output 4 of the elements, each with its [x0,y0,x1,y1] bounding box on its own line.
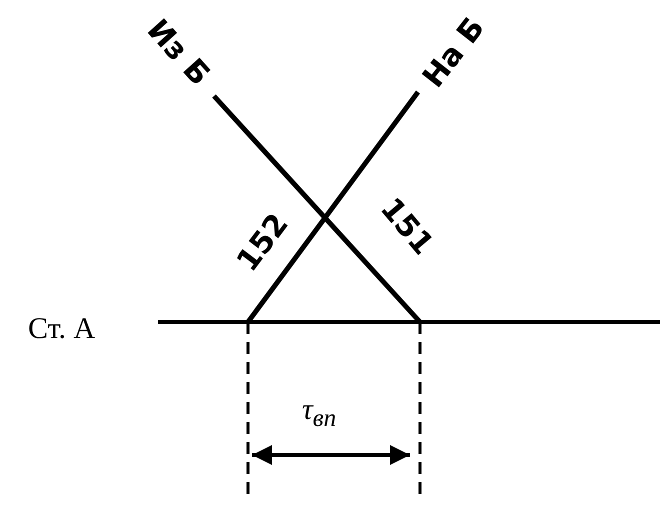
direction-label: На Б [418,12,490,94]
station-label: Ст. А [28,314,96,344]
direction-label: Из Б [141,14,214,92]
interval-label: τ$_{вп}$ [302,395,336,431]
